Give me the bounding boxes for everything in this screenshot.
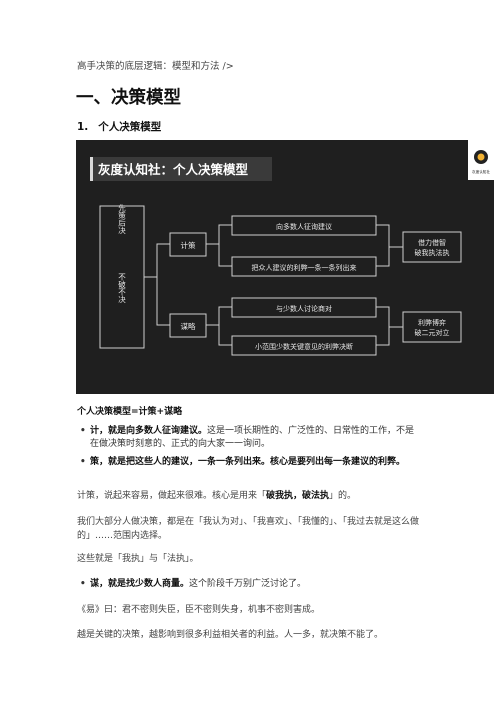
paragraph-yi-quote: 《易》曰：君不密则失臣，臣不密则失身，机事不密则害成。 — [77, 605, 321, 615]
subsection-number: 1. — [77, 121, 89, 133]
mid-top-text: 计策 — [181, 240, 196, 250]
bullet-mou-bold: 谋，就是找少数人商量。 — [90, 579, 190, 589]
bullet-item-ji: • 计，就是向多数人征询建议。这是一项长期性的、广泛性的、日常性的工作，不是在做… — [80, 425, 420, 451]
paragraph-choices: 我们大部分人做决策，都是在「我认为对」、「我喜欢」、「我懂的」、「我过去就是这么… — [77, 517, 420, 541]
right-top-line1: 借力借智 — [418, 238, 446, 247]
right-top-line2: 破我执法执 — [415, 248, 450, 257]
bullet-item-ce: • 策，就是把这些人的建议，一条一条列出来。核心是要列出每一条建议的利弊。 — [80, 456, 420, 469]
connector-mid-b3 — [206, 306, 232, 326]
banner-accent — [90, 157, 93, 181]
branch-2-text: 把众人建议的利弊一条一条列出来 — [252, 263, 357, 272]
branch-3-text: 与少数人讨论商对 — [276, 304, 332, 313]
right-bottom-line1: 利弊博弈 — [418, 318, 446, 327]
connector-b12 — [376, 224, 390, 267]
branch-1-text: 向多数人征询建议 — [276, 222, 332, 231]
connector-left-bottom — [156, 277, 170, 326]
section-title: 一、决策模型 — [76, 88, 181, 108]
paragraph-jice-c: 」的。 — [329, 491, 357, 501]
subsection-title: 1. 个人决策模型 — [77, 119, 161, 134]
doc-top-line: 高手决策的底层逻辑：模型和方法 /> — [77, 61, 234, 72]
paragraph-jice: 计策，说起来容易，做起来很难。核心是用来「破我执，破法执」的。 — [77, 489, 422, 503]
connector-mid-b2 — [218, 244, 232, 267]
connector-b34 — [376, 306, 390, 346]
connector-left-top — [144, 243, 170, 278]
left-box-top-text: 先策后决 — [117, 203, 126, 236]
paragraph-jice-bold: 破我执，破法执 — [266, 491, 330, 501]
branch-4-text: 小范围少数关键意见的利弊决断 — [255, 342, 353, 351]
logo-text: 灰度认知社 — [472, 169, 490, 174]
banner-bg — [90, 157, 272, 181]
paragraph-key-decision: 越是关键的决策，越影响到很多利益相关者的利益。人一多，就决策不能了。 — [77, 630, 384, 640]
paragraph-wozhi: 这些就是「我执」与「法执」。 — [77, 554, 199, 564]
bullet-dot-icon: • — [80, 579, 86, 589]
bullet-ce-bold: 策，就是把这些人的建议，一条一条列出来。核心是要列出每一条建议的利弊。 — [90, 457, 406, 467]
bullet-dot-icon: • — [80, 457, 86, 467]
subsection-label: 个人决策模型 — [98, 121, 162, 133]
bullet-ji-text: 这是一项长期性的、广泛性的、日常性的工作，不是在做决策时刻意的、正式的向大家一一… — [90, 426, 415, 449]
decision-model-diagram: 灰度认知社：个人决策模型 灰度认知社 — [90, 140, 494, 356]
bullet-mou-text: 这个阶段千万别广泛讨论了。 — [189, 579, 307, 589]
right-bottom-line2: 破二元对立 — [415, 328, 450, 337]
figure-caption: 个人决策模型=计策+谋略 — [77, 407, 183, 417]
mid-bottom-text: 谋略 — [181, 321, 196, 331]
connector-mid-b4 — [218, 325, 232, 346]
left-box-bottom-text: 不破不决 — [117, 273, 126, 305]
bullet-ji-bold: 计，就是向多数人征询建议。 — [90, 426, 208, 436]
decision-model-figure: 灰度认知社：个人决策模型 灰度认知社 — [76, 140, 494, 394]
logo-icon-inner — [477, 153, 485, 161]
bullet-item-mou: • 谋，就是找少数人商量。这个阶段千万别广泛讨论了。 — [80, 578, 420, 591]
bullet-dot-icon: • — [80, 426, 86, 436]
right-box-bottom — [402, 311, 462, 343]
right-box-top — [402, 231, 462, 263]
paragraph-jice-a: 计策，说起来容易，做起来很难。核心是用来「 — [77, 491, 267, 501]
banner-title: 灰度认知社：个人决策模型 — [98, 162, 249, 177]
connector-mid-b1 — [206, 224, 232, 245]
